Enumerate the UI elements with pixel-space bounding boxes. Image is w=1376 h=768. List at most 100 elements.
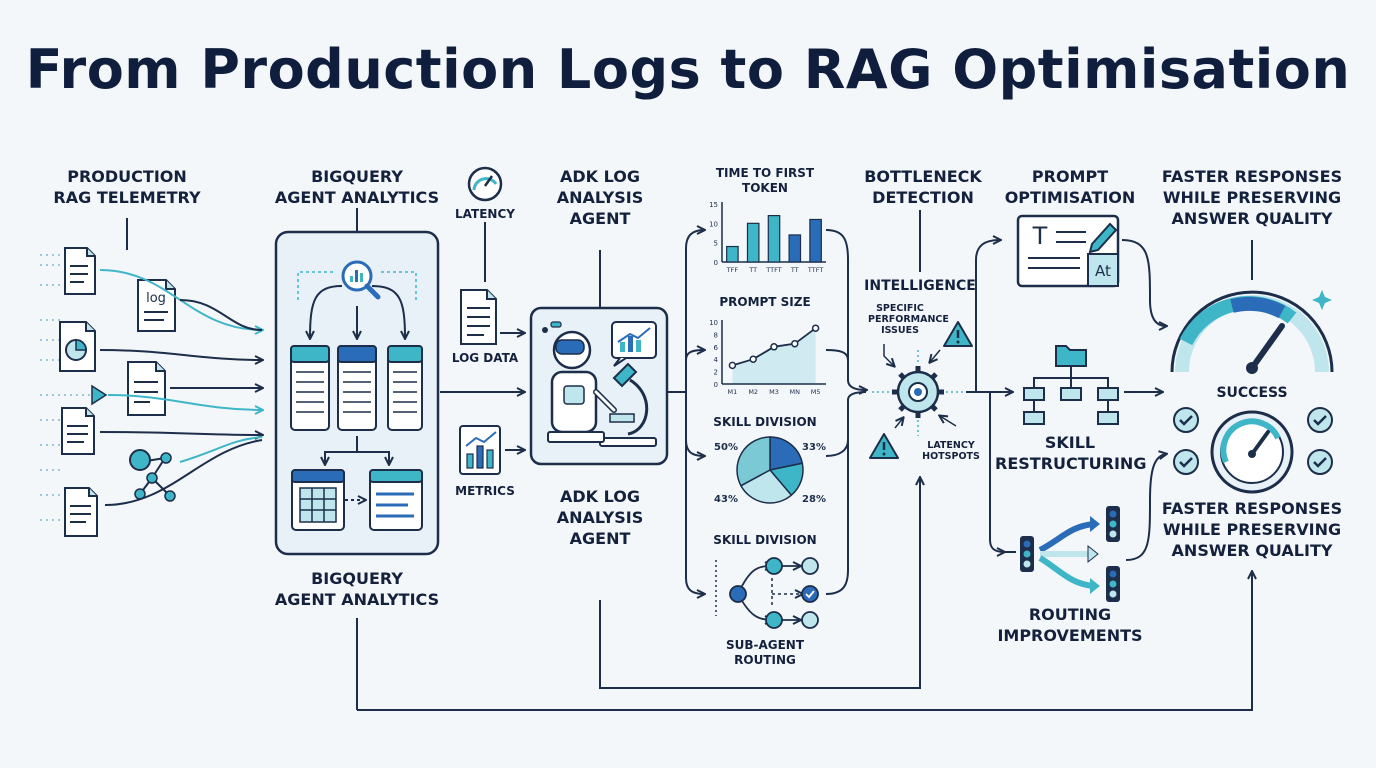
data-point <box>749 355 757 363</box>
skill-restructuring-line: RESTRUCTURING <box>995 454 1147 473</box>
log-doc-text: log <box>146 291 166 306</box>
gear-icon <box>892 366 944 418</box>
prompt-optimisation-label: PROMPT OPTIMISATION <box>995 166 1145 208</box>
check-icon <box>1307 449 1333 475</box>
result-label-top: FASTER RESPONSES WHILE PRESERVING ANSWER… <box>1150 166 1354 229</box>
doc-icon <box>127 361 166 416</box>
skill-restructuring-label: SKILL RESTRUCTURING <box>995 432 1147 474</box>
routing-chart-title: SKILL DIVISION <box>713 533 817 547</box>
adk-agent-panel <box>529 250 920 689</box>
prompt-optimisation-line: PROMPT <box>1031 167 1109 186</box>
y-tick-label: 8 <box>714 331 718 339</box>
latency-label: LATENCY <box>455 207 515 221</box>
feedback-loop <box>599 478 920 689</box>
bigquery-panel <box>274 208 440 710</box>
doc-icon <box>64 487 98 537</box>
ttft-chart-title: TIME TO FIRST TOKEN <box>705 166 825 196</box>
doc-icon <box>64 247 96 295</box>
adk-label-line: ADK LOG <box>560 167 640 186</box>
doc-icon <box>61 407 95 455</box>
adk-label-top: ADK LOG ANALYSIS AGENT <box>540 166 660 229</box>
font-glyph: At <box>1095 262 1111 280</box>
robot-icon <box>542 321 617 434</box>
bar <box>767 215 781 263</box>
x-tick-label: TTFT <box>765 266 781 274</box>
y-tick-label: 0 <box>714 381 718 389</box>
x-tick-label: M1 <box>728 388 738 396</box>
bar <box>746 222 760 263</box>
check-icon <box>1307 407 1333 433</box>
x-tick-label: M2 <box>748 388 758 396</box>
speedometer-icon <box>1170 290 1334 374</box>
result-label-line: FASTER RESPONSES <box>1161 499 1343 518</box>
pie-chart-title: SKILL DIVISION <box>713 415 817 429</box>
telemetry-label-line: PRODUCTION <box>67 167 187 186</box>
y-tick-label: 10 <box>709 319 718 327</box>
result-label-line: WHILE PRESERVING <box>1162 188 1342 207</box>
result-label-bottom: FASTER RESPONSES WHILE PRESERVING ANSWER… <box>1150 498 1354 561</box>
bar <box>726 245 739 263</box>
pie-slice <box>739 469 793 504</box>
y-tick-label: 0 <box>714 259 718 267</box>
ttft-title-line: TIME TO FIRST <box>715 166 815 180</box>
result-label-line: WHILE PRESERVING <box>1162 520 1342 539</box>
flow-curves <box>99 269 262 506</box>
routing-caption-line: ROUTING <box>734 653 796 667</box>
result-group <box>357 240 1334 711</box>
log-data-label: LOG DATA <box>451 351 519 365</box>
telemetry-docs: log <box>40 218 262 537</box>
adk-label-bottom: ADK LOG ANALYSIS AGENT <box>540 486 660 549</box>
inputs-group <box>440 166 524 475</box>
pie-slice <box>769 436 804 471</box>
bigquery-label-bottom: BIGQUERY AGENT ANALYTICS <box>262 568 452 610</box>
telemetry-label-line: RAG TELEMETRY <box>53 188 201 207</box>
network-icon <box>129 449 176 502</box>
x-tick-label: TFF <box>726 266 739 274</box>
data-point <box>811 324 820 332</box>
intelligence-label: INTELLIGENCE <box>864 278 976 294</box>
routing-improvements-line: IMPROVEMENTS <box>997 626 1143 645</box>
prompt-chart-title: PROMPT SIZE <box>719 295 811 309</box>
specific-issues-line: SPECIFIC <box>876 303 924 314</box>
log-doc-icon: log <box>137 279 176 332</box>
pie-label: 33% <box>802 442 826 453</box>
data-point <box>770 343 778 351</box>
result-label-line: FASTER RESPONSES <box>1161 167 1343 186</box>
latency-hotspots-line: LATENCY <box>927 440 975 451</box>
y-tick-label: 5 <box>714 240 718 248</box>
bar <box>788 234 802 263</box>
success-label: SUCCESS <box>1216 385 1288 401</box>
ttft-title-line: TOKEN <box>742 181 788 195</box>
page-title: From Production Logs to RAG Optimisation <box>25 38 1351 101</box>
y-tick-label: 15 <box>709 201 718 209</box>
warning-icon <box>869 433 899 459</box>
bottleneck-label: BOTTLENECK DETECTION <box>848 166 998 208</box>
x-tick-label: TTFT <box>807 266 823 274</box>
area-fill <box>732 328 816 384</box>
traffic-light-icon <box>1020 506 1120 602</box>
specific-issues-label: SPECIFIC PERFORMANCE ISSUES <box>868 303 949 336</box>
y-tick-label: 6 <box>714 344 719 352</box>
bar <box>809 218 822 263</box>
chart-doc-icon <box>59 321 96 372</box>
x-tick-label: M5 <box>811 388 821 396</box>
text-glyph: T <box>1032 222 1048 250</box>
outer-feedback-loop <box>357 572 1252 711</box>
bigquery-label-line: BIGQUERY <box>311 167 403 186</box>
metrics-chart-icon <box>459 425 501 475</box>
pie-label: 43% <box>714 494 738 505</box>
optimisation-group: T At <box>1004 214 1166 602</box>
warning-icon <box>943 321 973 347</box>
check-icon <box>1173 449 1199 475</box>
log-data-doc-icon <box>460 289 497 345</box>
chart-bubble-icon <box>611 321 657 367</box>
latency-hotspots-line: HOTSPOTS <box>922 451 980 462</box>
bigquery-label-line: AGENT ANALYTICS <box>274 590 440 609</box>
data-point <box>791 339 799 348</box>
metrics-label: METRICS <box>455 484 515 498</box>
gauge-icon <box>467 166 503 202</box>
microscope-icon <box>547 362 657 447</box>
